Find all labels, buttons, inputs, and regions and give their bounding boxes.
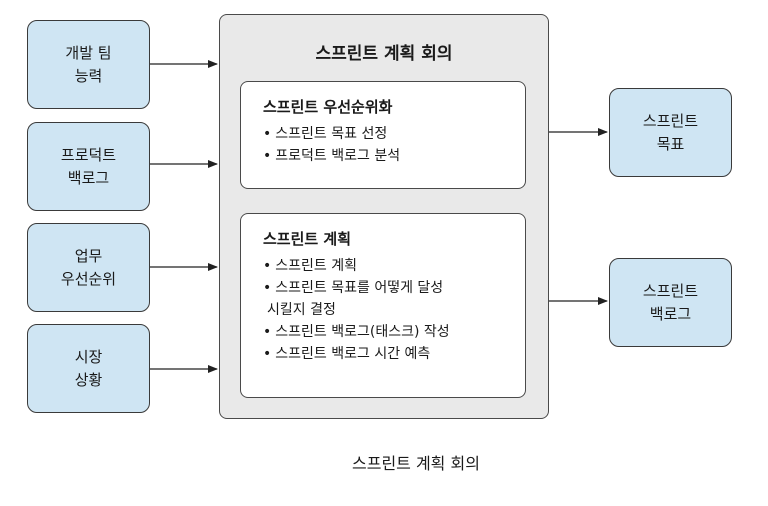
planning-bullet-continuation: 시킬지 결정 <box>267 302 336 318</box>
input-label-line1: 업무 <box>74 246 103 265</box>
input-label-line1: 개발 팀 <box>65 43 112 62</box>
sprint-planning-meeting: 스프린트 계획 회의 스프린트 우선순위화 •스프린트 목표 선정 •프로덕트 … <box>219 14 549 419</box>
input-label-line2: 능력 <box>74 66 103 85</box>
planning-bullet: •스프린트 백로그(태스크) 작성 <box>263 324 450 340</box>
output-label-line1: 스프린트 <box>642 281 699 300</box>
output-sprint-goal: 스프린트 목표 <box>609 88 732 177</box>
input-product-backlog: 프로덕트 백로그 <box>27 122 150 211</box>
input-label-line1: 시장 <box>74 347 103 366</box>
figure-caption: 스프린트 계획 회의 <box>352 454 480 473</box>
output-label-line2: 목표 <box>656 134 685 153</box>
prioritization-bullet: •프로덕트 백로그 분석 <box>263 148 401 164</box>
planning-bullet: •스프린트 백로그 시간 예측 <box>263 346 431 362</box>
meeting-title: 스프린트 계획 회의 <box>315 44 453 64</box>
input-dev-team-capacity: 개발 팀 능력 <box>27 20 150 109</box>
prioritization-title: 스프린트 우선순위화 <box>263 98 393 116</box>
input-business-priority: 업무 우선순위 <box>27 223 150 312</box>
planning-box: 스프린트 계획 •스프린트 계획 •스프린트 목표를 어떻게 달성 시킬지 결정… <box>240 213 526 398</box>
output-sprint-backlog: 스프린트 백로그 <box>609 258 732 347</box>
planning-bullet: •스프린트 목표를 어떻게 달성 <box>263 280 444 296</box>
input-label-line2: 상황 <box>74 370 103 389</box>
prioritization-box: 스프린트 우선순위화 •스프린트 목표 선정 •프로덕트 백로그 분석 <box>240 81 526 189</box>
planning-bullet: •스프린트 계획 <box>263 258 357 274</box>
input-market-conditions: 시장 상황 <box>27 324 150 413</box>
input-label-line2: 우선순위 <box>60 269 117 288</box>
output-label-line2: 백로그 <box>649 304 692 323</box>
input-label-line2: 백로그 <box>67 168 110 187</box>
planning-title: 스프린트 계획 <box>263 230 352 248</box>
input-label-line1: 프로덕트 <box>60 145 117 164</box>
prioritization-bullet: •스프린트 목표 선정 <box>263 126 388 142</box>
output-label-line1: 스프린트 <box>642 111 699 130</box>
